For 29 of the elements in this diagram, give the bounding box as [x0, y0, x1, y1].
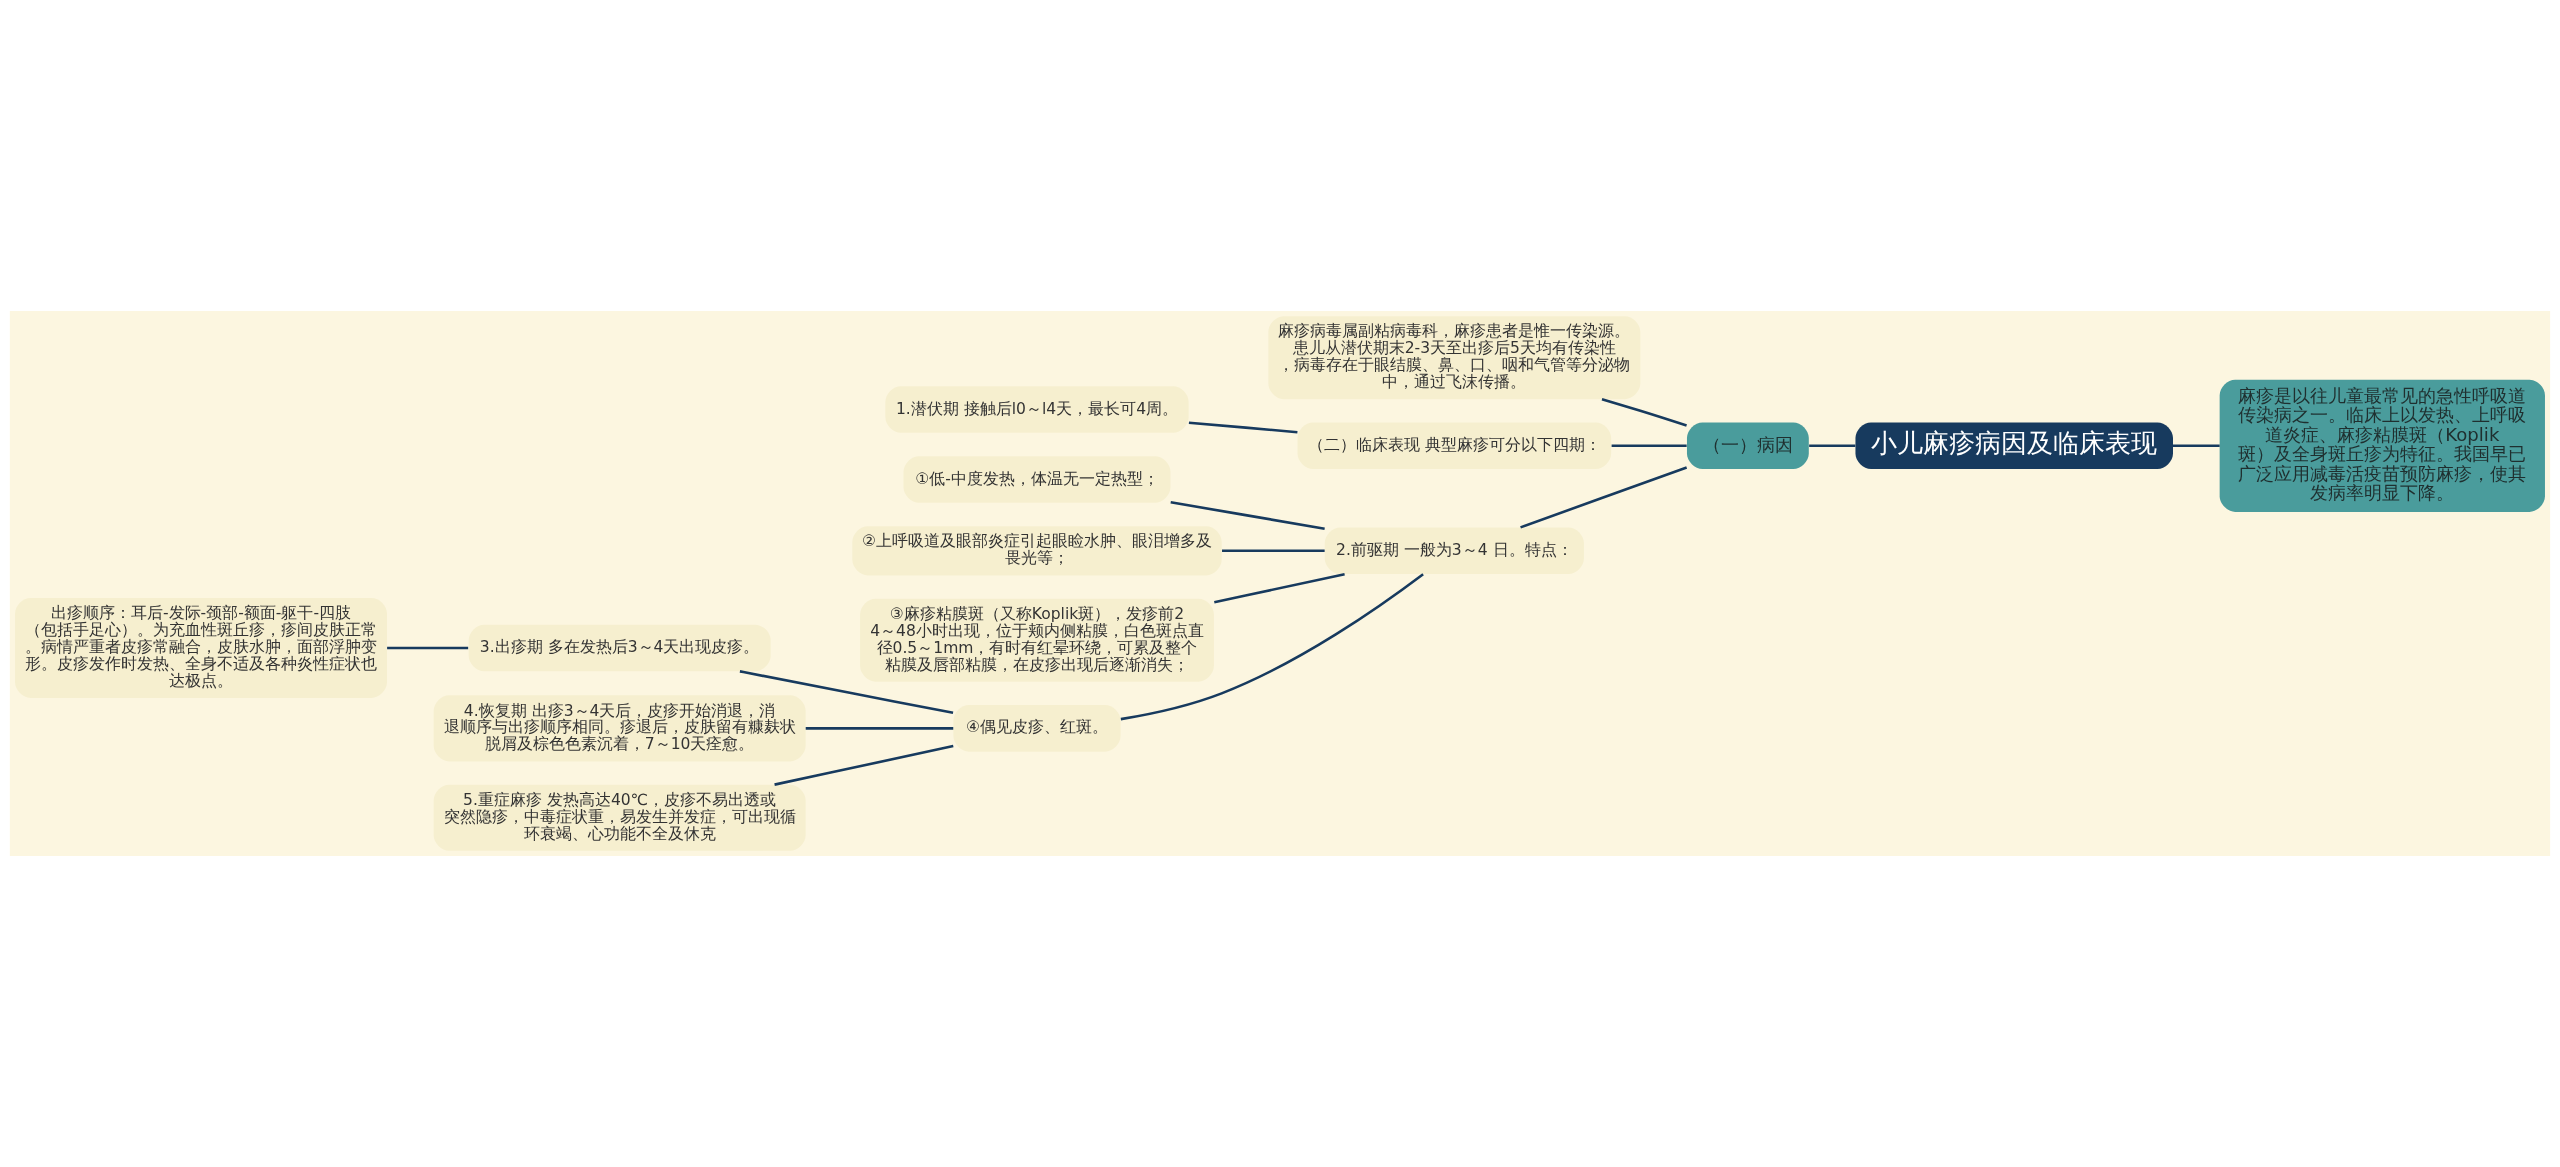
node-box: 5.重症麻疹 发热高达40℃，皮疹不易出透或突然隐疹，中毒症状重，易发生并发症，可出现循环衰竭、心功能不全及休克: [433, 784, 806, 851]
node-box: （二）临床表现 典型麻疹可分以下四期：: [1297, 422, 1612, 470]
connector: [1214, 572, 1345, 604]
node-box: ③麻疹粘膜斑（又称Koplik斑），发疹前24～48小时出现，位于颊内侧粘膜，白色斑点直径0.5～1mm，有时有红晕环绕，可累及整个粘膜及唇部粘膜，在皮疹出现后逐渐消失；: [860, 598, 1214, 682]
connector: [774, 744, 954, 786]
node-box: ①低-中度发热，体温无一定热型；: [903, 456, 1171, 503]
node-box: 1.潜伏期 接触后l0～l4天，最长可4周。: [885, 386, 1189, 433]
connector: [1520, 466, 1688, 529]
node-box: 3.出疹期 多在发热后3～4天出现皮疹。: [468, 624, 771, 672]
node-box: 2.前驱期 一般为3～4 日。特点：: [1324, 527, 1584, 575]
connector: [1170, 500, 1325, 530]
connector: [387, 646, 469, 650]
node-box: 麻疹是以往儿童最常见的急性呼吸道传染病之一。临床上以发热、上呼吸道炎症、麻疹粘膜斑（Koplik斑）及全身斑丘疹为特征。我国早已广泛应用减毒活疫苗预防麻疹，使其发病率明显下降。: [2219, 379, 2545, 512]
connector: [1611, 444, 1687, 448]
node-box: ②上呼吸道及眼部炎症引起眼睑水肿、眼泪增多及畏光等；: [852, 526, 1222, 576]
node-box: ④偶见皮疹、红斑。: [953, 705, 1121, 752]
connector: [2173, 444, 2220, 448]
connector: [1601, 397, 1687, 427]
node-box: （一）病因: [1686, 422, 1809, 470]
connector: [739, 670, 954, 714]
connector: [1188, 421, 1298, 434]
connector: [1120, 573, 1424, 721]
connector: [1222, 549, 1325, 553]
node-box: 小儿麻疹病因及临床表现: [1855, 422, 2173, 470]
node-box: 4.恢复期 出疹3～4天后，皮疹开始消退，消退顺序与出疹顺序相同。疹退后，皮肤留有糠麸状脱屑及棕色色素沉着，7～10天痊愈。: [433, 695, 806, 762]
connector: [1809, 444, 1856, 448]
connector: [805, 727, 954, 730]
node-box: 出疹顺序：耳后-发际-颈部-额面-躯干-四肢（包括手足心）。为充血性斑丘疹，疹间皮肤正常。病情严重者皮疹常融合，皮肤水肿，面部浮肿变形。皮疹发作时发热、全身不适及各种炎性症状也达极点。: [15, 598, 387, 698]
node-box: 麻疹病毒属副粘病毒科，麻疹患者是惟一传染源。患儿从潜伏期末2-3天至出疹后5天均有传染性，病毒存在于眼结膜、鼻、口、咽和气管等分泌物中，通过飞沫传播。: [1268, 316, 1641, 400]
